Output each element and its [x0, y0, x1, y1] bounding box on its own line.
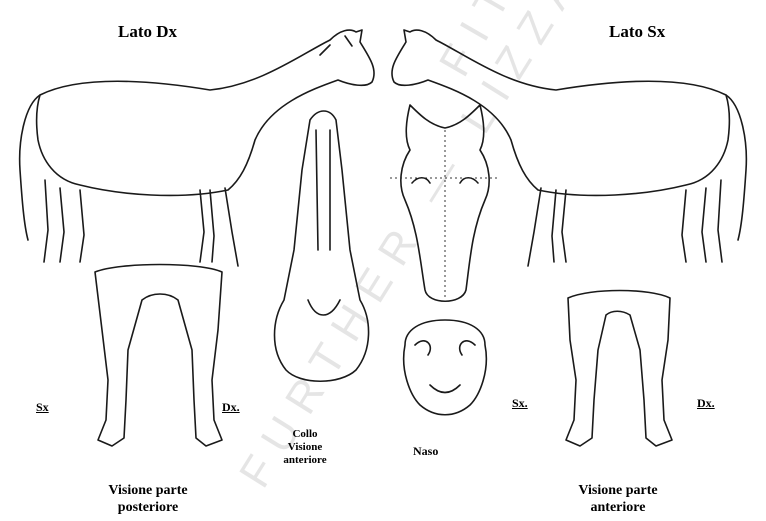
label-naso: Naso: [413, 444, 438, 459]
head-front-view: [390, 105, 498, 301]
nose-view: [404, 320, 487, 415]
caption-anterior-line1: Visione parte: [548, 482, 688, 499]
collo-line2: Visione: [272, 441, 338, 454]
label-dx-anterior: Dx.: [697, 396, 715, 411]
caption-anterior: Visione parte anteriore: [548, 482, 688, 516]
caption-posterior-line1: Visione parte: [78, 482, 218, 499]
hind-view: [95, 265, 222, 447]
label-sx-anterior: Sx.: [512, 396, 528, 411]
caption-posterior-line2: posteriore: [78, 499, 218, 516]
caption-anterior-line2: anteriore: [548, 499, 688, 516]
label-collo: Collo Visione anteriore: [272, 428, 338, 467]
collo-line1: Collo: [272, 428, 338, 441]
label-sx-posterior: Sx: [36, 400, 49, 415]
label-dx-posterior: Dx.: [222, 400, 240, 415]
caption-posterior: Visione parte posteriore: [78, 482, 218, 516]
neck-front-view: [275, 111, 369, 381]
front-view: [566, 291, 672, 447]
label-lato-sx: Lato Sx: [609, 22, 665, 42]
collo-line3: anteriore: [272, 454, 338, 467]
label-lato-dx: Lato Dx: [118, 22, 177, 42]
horse-right-side-view: [20, 30, 374, 266]
